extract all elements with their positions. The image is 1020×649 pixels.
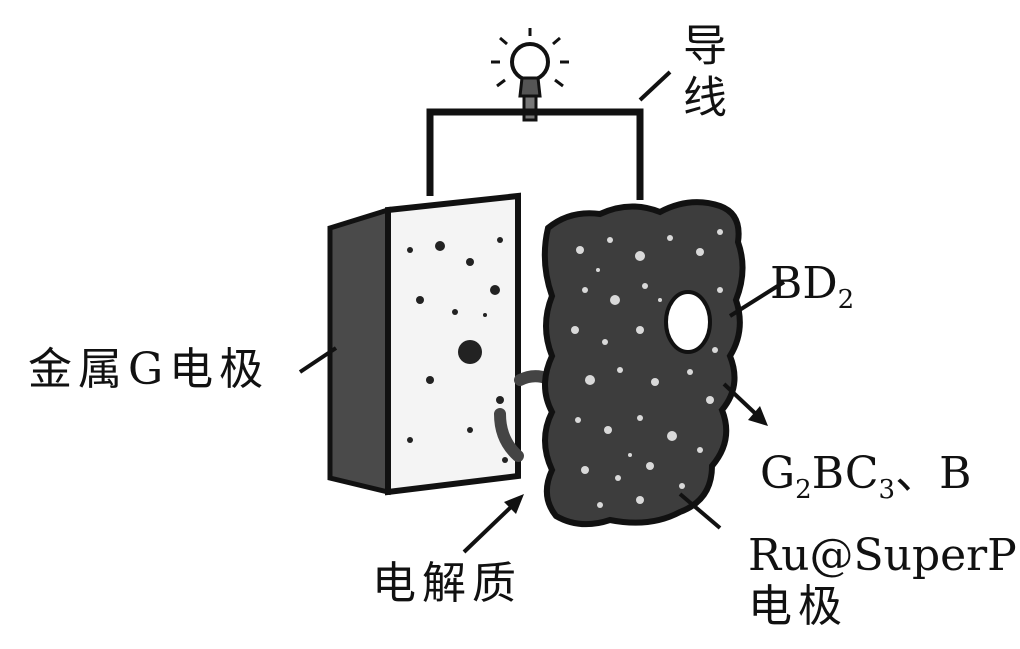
wire-label: 导线: [675, 22, 726, 126]
ru-superp-electrode: [541, 199, 746, 528]
ru-electrode-label-line1: Ru@SuperP: [748, 530, 1017, 581]
product-g-text: G: [760, 448, 796, 499]
metal-g-electrode: [327, 192, 521, 496]
electrolyte-arrow: [462, 494, 524, 554]
wire-leader-line: [638, 70, 672, 102]
electrolyte-label: 电解质: [372, 558, 522, 609]
external-wire: [426, 108, 644, 200]
bd2-main-text: BD: [770, 258, 838, 309]
metal-electrode-leader: [298, 346, 338, 374]
bd2-leader: [728, 280, 786, 318]
bd2-cavity: [664, 290, 712, 354]
metal-electrode-texture: [407, 237, 508, 463]
metal-electrode-label: 金属G电极: [28, 344, 270, 395]
porous-speckles: [571, 229, 723, 508]
product-bc-text: BC: [811, 448, 879, 499]
product-subscript-2: 3: [878, 475, 896, 505]
light-rays: [491, 28, 569, 88]
product-tail-text: 、B: [895, 448, 972, 499]
product-label: G2BC3、B: [760, 452, 971, 504]
ru-electrode-label-line2: 电极: [748, 581, 848, 632]
product-subscript-1: 2: [795, 475, 812, 505]
bd2-label: BD2: [770, 262, 854, 314]
ru-electrode-leader: [678, 492, 722, 530]
product-arrow: [722, 382, 768, 426]
bd2-subscript: 2: [837, 285, 855, 315]
light-bulb-icon: [491, 28, 569, 122]
